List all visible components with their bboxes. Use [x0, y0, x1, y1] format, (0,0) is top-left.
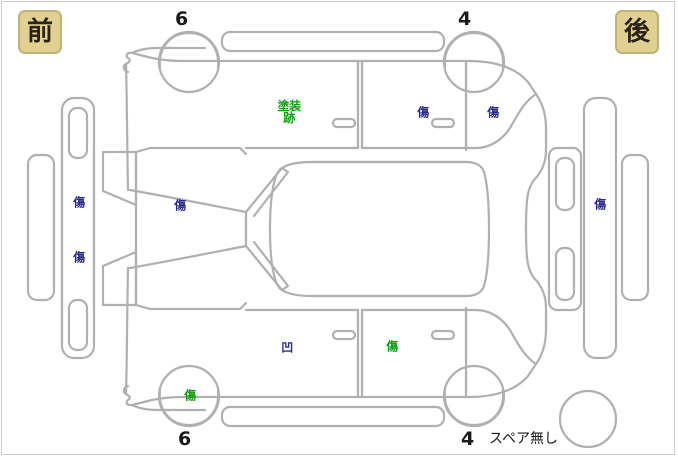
door-handle-left-rear: [430, 117, 456, 129]
door-handle-right-rear: [430, 329, 456, 341]
rear-lamp-upper: [554, 156, 576, 212]
body-outline-front-lower: [122, 384, 222, 407]
damage-mark-left-front-fender: 塗装 跡: [277, 99, 301, 125]
body-outline-hood-left: [130, 46, 207, 55]
left-rear-quarter-sweep: [474, 92, 538, 150]
nose-tip-upper: [124, 62, 130, 192]
front-bumper-outer-bar: [26, 153, 56, 302]
body-outline-front-upper: [122, 51, 222, 74]
left-side-sill: [220, 30, 446, 53]
damage-mark-front-right-wheel: 傷: [184, 388, 196, 403]
front-left-lamp: [101, 150, 138, 207]
door-handle-left-front: [331, 117, 357, 129]
front-bumper-main: [60, 96, 96, 360]
wheel-arch-rear-left: [443, 31, 505, 70]
hood-panel-lower: [134, 301, 248, 311]
rear-bumper-outer-bar: [620, 153, 650, 302]
rear-bumper-main: [582, 96, 618, 360]
body-outline-rear-lower: [532, 276, 548, 366]
front-bumper-upper-pocket: [67, 106, 89, 160]
hood-panel-upper: [134, 146, 248, 156]
wheel-count-rear-left: 4: [458, 8, 472, 30]
body-outline-rear-center: [524, 178, 536, 280]
roof-panel: [268, 160, 491, 298]
wheel-count-rear-right: 4: [461, 428, 475, 450]
damage-mark-left-rear-quarter: 傷: [487, 105, 499, 120]
rear-lamp-lower: [554, 246, 576, 302]
damage-mark-left-rear-door: 傷: [417, 105, 429, 120]
damage-mark-right-rear-door: 傷: [386, 339, 398, 354]
damage-mark-front-bumper-lower: 傷: [73, 250, 85, 265]
wheel-arch-rear-right: [443, 388, 505, 427]
wheel-arch-front-right: [158, 388, 220, 427]
spare-tire-circle: [558, 389, 618, 449]
body-outline-hood-right: [130, 403, 207, 412]
damage-mark-hood: 傷: [174, 198, 186, 213]
nose-tip-lower: [124, 266, 130, 396]
door-handle-right-front: [331, 329, 357, 341]
spare-tire-note: スペア無し: [489, 431, 559, 447]
cowl-line-upper: [128, 188, 248, 214]
a-pillar-upper: [244, 166, 290, 218]
damage-mark-rear-bumper: 傷: [594, 197, 606, 212]
a-pillar-lower: [244, 240, 290, 292]
right-rear-quarter-sweep: [474, 308, 538, 366]
wheel-count-front-left: 6: [175, 8, 189, 30]
cowl-line-lower: [128, 244, 248, 270]
rear-lamp-housing: [547, 146, 583, 312]
damage-mark-front-bumper-upper: 傷: [73, 195, 85, 210]
damage-mark-right-front-door: 凹: [281, 340, 293, 355]
body-outline-rear-upper: [532, 92, 548, 182]
right-side-sill: [220, 405, 446, 428]
wheel-arch-front-left: [158, 31, 220, 70]
rear-badge: 後: [615, 10, 659, 54]
front-badge: 前: [18, 10, 62, 54]
wheel-count-front-right: 6: [178, 428, 192, 450]
front-bumper-lower-pocket: [67, 298, 89, 352]
front-right-lamp: [101, 250, 138, 307]
